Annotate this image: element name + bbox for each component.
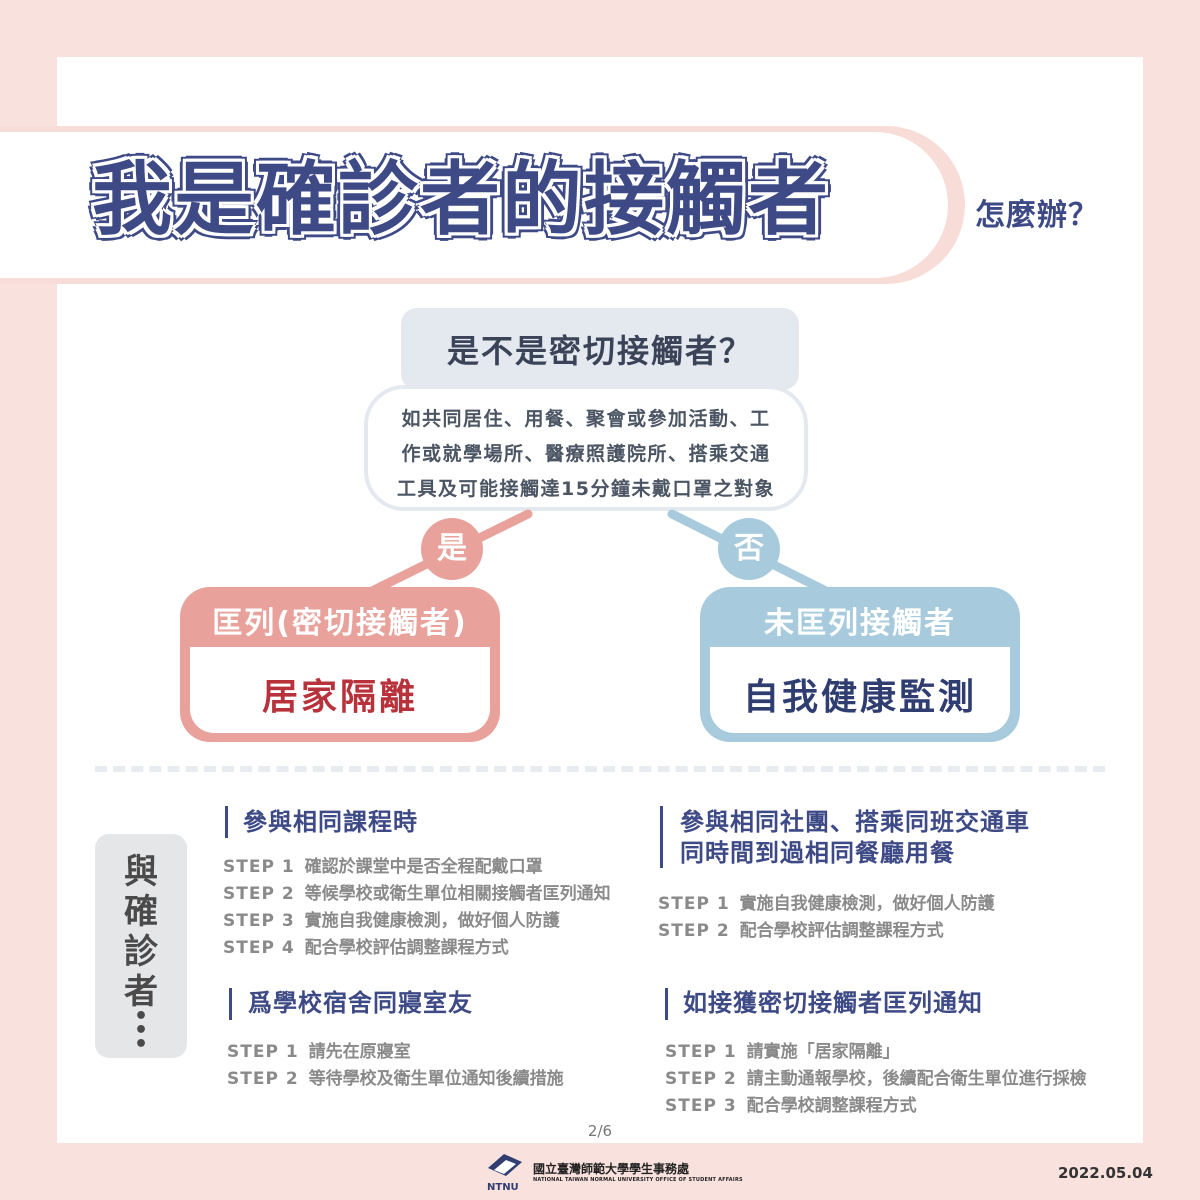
question-heading: 是不是密切接觸者？: [446, 332, 753, 370]
yes-badge: 是: [421, 518, 483, 580]
side-label-box: [95, 834, 187, 1058]
section-2-title-line-1: 參與相同社團、搭乘同班交通車: [680, 808, 1030, 836]
definition-box: [364, 385, 808, 511]
footer-org-en: NATIONAL TAIWAN NORMAL UNIVERSITY OFFICE…: [533, 1177, 743, 1183]
quarantine-inner: [190, 647, 490, 733]
side-label-char: 診: [124, 932, 158, 972]
section-1-title: 參與相同課程時: [243, 808, 418, 836]
section-3-bar: [229, 988, 232, 1020]
section-4-bar: [665, 988, 668, 1020]
dashed-divider: [95, 766, 1105, 772]
footer-org-zh: 國立臺灣師範大學學生事務處: [533, 1162, 690, 1176]
side-label-dots: • • •: [133, 1004, 149, 1057]
page-number: 2/6: [587, 1122, 613, 1140]
self-monitor-inner: [710, 647, 1010, 733]
no-badge: 否: [718, 518, 780, 580]
side-label-char: 者: [124, 972, 158, 1012]
side-label-char: 確: [124, 892, 158, 932]
section-3-title: 爲學校宿舍同寢室友: [248, 989, 473, 1017]
page-title: 我是確診者的接觸者: [92, 153, 830, 246]
section-1-bar: [225, 806, 228, 838]
section-2-bar: [660, 806, 663, 868]
title-banner-inner: [0, 132, 948, 278]
quarantine-result: 居家隔離: [261, 677, 418, 718]
section-4-title: 如接獲密切接觸者匡列通知: [683, 989, 983, 1017]
side-label-char: 與: [124, 852, 158, 892]
title-banner: [0, 126, 965, 284]
question-box: [401, 308, 799, 390]
self-monitor-header: 未匡列接觸者: [764, 606, 956, 641]
footer-date: 2022.05.04: [1058, 1164, 1153, 1182]
logo-text: NTNU: [487, 1182, 519, 1192]
definition-line-2: 作或就學場所、醫療照護院所、搭乘交通: [401, 443, 771, 465]
section-2-title-line-2: 同時間到過相同餐廳用餐: [680, 839, 955, 867]
self-monitor-result: 自我健康監測: [742, 677, 977, 718]
quarantine-header: 匡列(密切接觸者): [212, 606, 468, 641]
definition-line-3: 工具及可能接觸達15分鐘未戴口罩之對象: [397, 478, 775, 500]
ntnu-logo-icon: NTNU: [487, 1154, 522, 1192]
side-label-text: 與確診者: [95, 852, 187, 1012]
page-subtitle: 怎麼辦？: [975, 198, 1099, 233]
definition-line-1: 如共同居住、用餐、聚會或參加活動、工: [401, 408, 771, 430]
